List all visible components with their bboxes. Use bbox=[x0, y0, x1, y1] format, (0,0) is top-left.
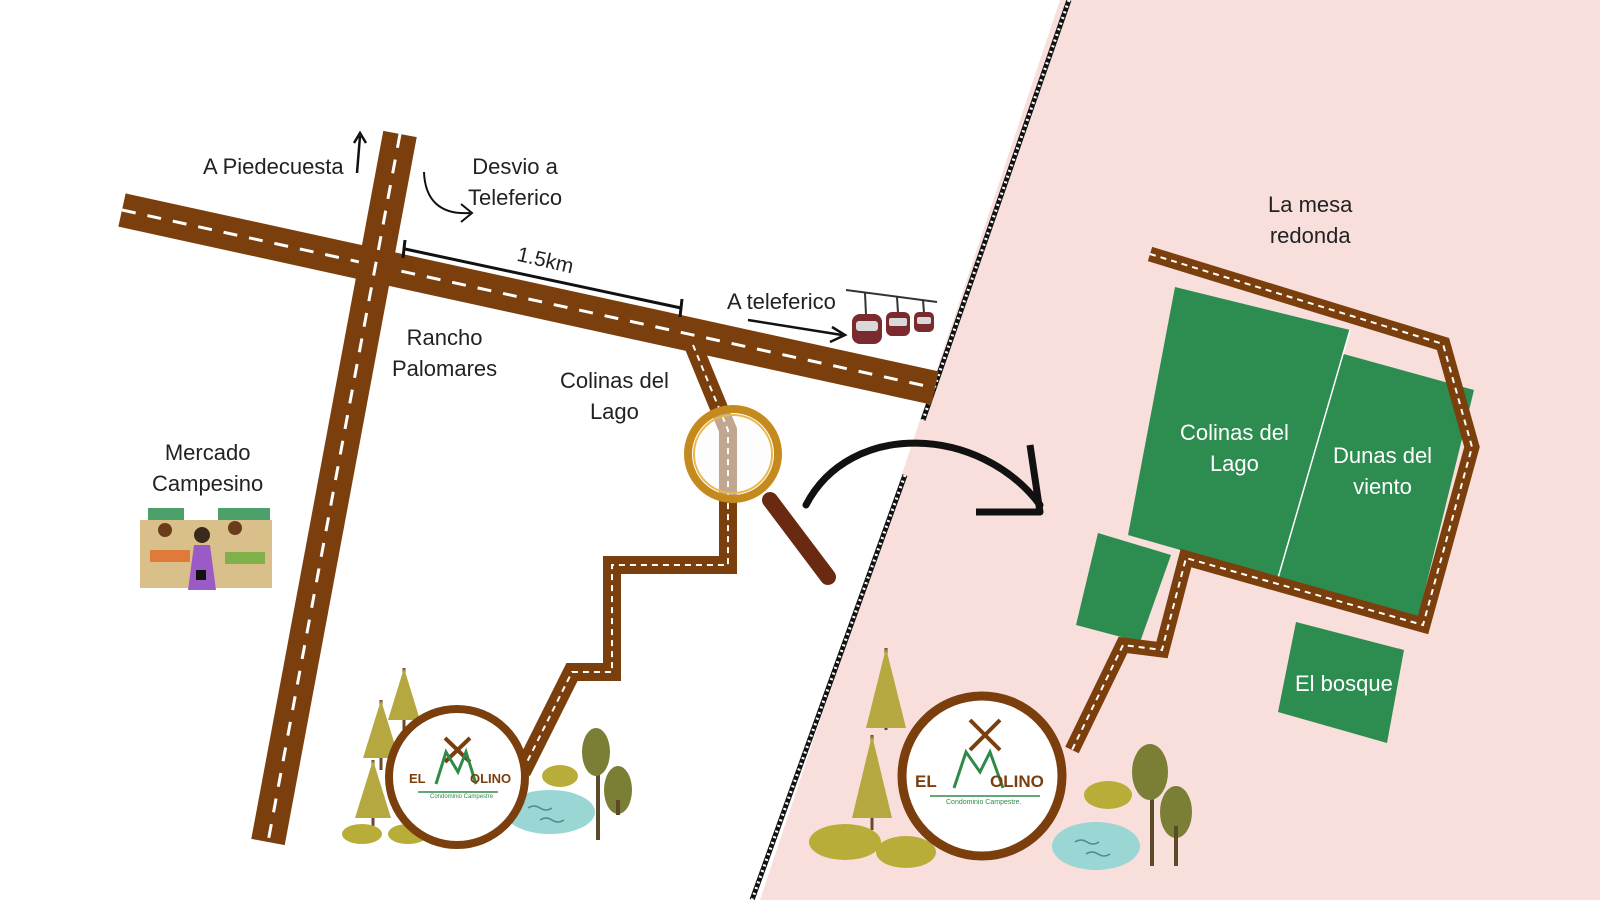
zone-colinas-del-lago bbox=[1128, 287, 1350, 578]
distance-bracket bbox=[401, 239, 684, 318]
zone-small-parcel bbox=[1076, 533, 1171, 642]
label-piedecuesta: A Piedecuesta bbox=[203, 154, 344, 179]
windmill-icon bbox=[968, 718, 1002, 752]
label-mesa-line2: redonda bbox=[1269, 223, 1351, 248]
logo-left bbox=[385, 705, 529, 849]
label-desvio-line1: Desvio a bbox=[472, 154, 558, 179]
zone-label-dunas-line2: viento bbox=[1353, 474, 1412, 499]
label-colinas-del-lago: Colinas del Lago bbox=[560, 365, 669, 427]
label-mercado-campesino: Mercado Campesino bbox=[152, 437, 263, 499]
arrow-curve-icon bbox=[423, 171, 474, 223]
divider-line bbox=[749, 0, 1072, 900]
zone-label-dunas-line1: Dunas del bbox=[1333, 443, 1433, 468]
logo-left-name: OLINO bbox=[470, 771, 512, 786]
logo-right bbox=[897, 691, 1067, 861]
label-rancho-line1: Rancho bbox=[406, 325, 483, 350]
zone-label-el-bosque: El bosque bbox=[1295, 671, 1393, 696]
zone-label-colinas-line1: Colinas del bbox=[1180, 420, 1289, 445]
label-mesa-line1: La mesa bbox=[1268, 192, 1353, 217]
zone-label-colinas-line2: Lago bbox=[1209, 451, 1259, 476]
logo-left-subtitle: Condominio Campestre bbox=[430, 794, 494, 800]
cable-car-icon bbox=[845, 289, 938, 344]
round-tree-icon bbox=[1132, 744, 1192, 866]
label-mercado-line1: Mercado bbox=[164, 440, 251, 465]
label-rancho-palomares: Rancho Palomares bbox=[392, 322, 497, 384]
label-desvio-line2: Teleferico bbox=[468, 185, 563, 210]
arrow-right-icon bbox=[747, 318, 848, 344]
logo-right-subtitle: Condominio Campestre. bbox=[946, 799, 1022, 806]
label-a-teleferico: A teleferico bbox=[727, 289, 836, 314]
main-road-horizontal bbox=[118, 193, 939, 405]
pond-icon bbox=[1052, 822, 1140, 870]
zone-el-bosque bbox=[1278, 622, 1404, 743]
curved-arrow-icon bbox=[802, 439, 1044, 516]
label-colinas-line1: Colinas del bbox=[560, 368, 669, 393]
internal-road bbox=[1065, 246, 1480, 754]
bush-icon bbox=[809, 781, 1132, 868]
road-to-piedecuesta bbox=[251, 130, 417, 846]
zone-dunas-del-viento bbox=[1276, 353, 1474, 618]
zone-dividers bbox=[1277, 329, 1351, 579]
logo-right-el: EL bbox=[915, 772, 937, 791]
label-mercado-line2: Campesino bbox=[152, 471, 264, 496]
label-colinas-line2: Lago bbox=[589, 399, 639, 424]
pond-icon bbox=[505, 790, 595, 834]
logo-left-el: EL bbox=[409, 771, 426, 786]
label-desvio-teleferico: Desvio a Teleferico bbox=[468, 151, 562, 213]
round-tree-icon bbox=[582, 728, 632, 840]
label-la-mesa-redonda: La mesa redonda bbox=[1268, 189, 1352, 251]
logo-right-name: OLINO bbox=[990, 772, 1044, 791]
arrow-up-icon bbox=[352, 130, 368, 174]
zone-label-dunas: Dunas del viento bbox=[1333, 440, 1432, 502]
market-stall-icon bbox=[140, 508, 272, 590]
pine-tree-icon bbox=[852, 648, 906, 830]
zone-label-colinas: Colinas del Lago bbox=[1180, 417, 1289, 479]
label-rancho-line2: Palomares bbox=[392, 356, 498, 381]
pine-tree-icon bbox=[355, 668, 420, 830]
magnifier-icon bbox=[684, 405, 836, 585]
